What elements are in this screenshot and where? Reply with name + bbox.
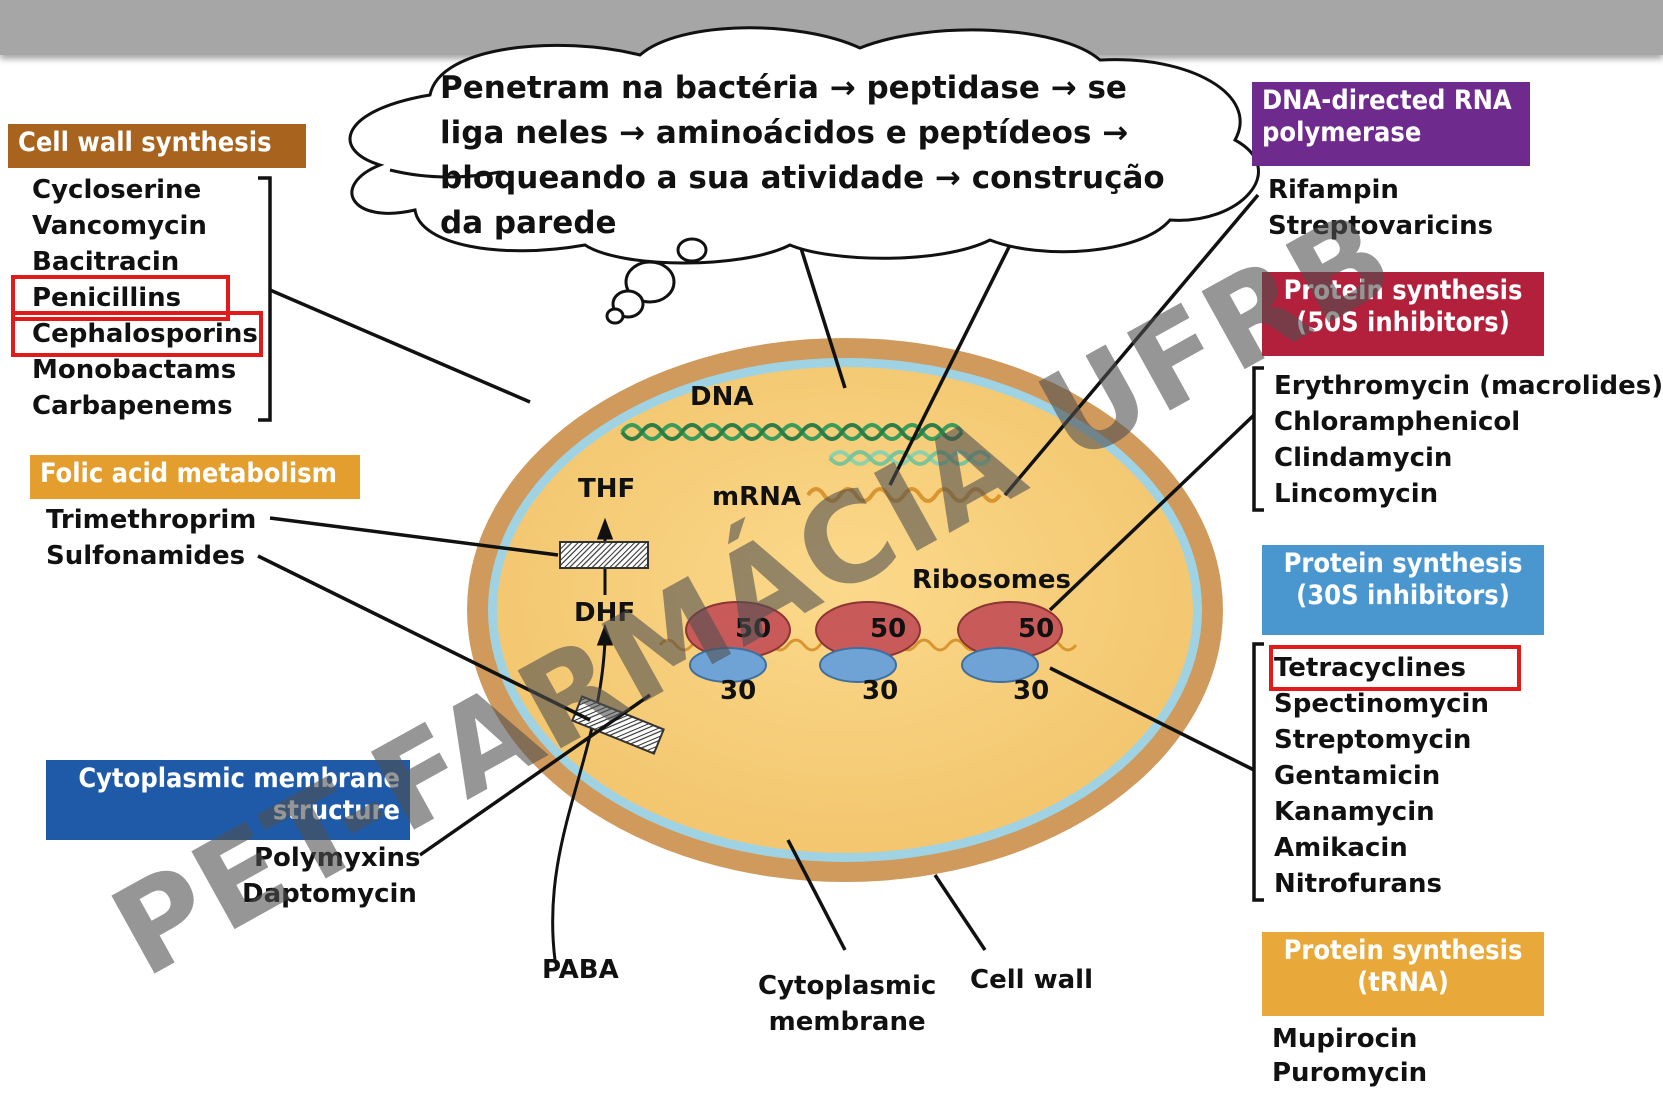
drug-polymyxins: Polymyxins [254, 843, 421, 873]
protein-trna-drug-list: Mupirocin Puromycin [1272, 1022, 1427, 1090]
rna-polymerase-header: DNA-directed RNA polymerase [1252, 82, 1530, 166]
membrane-structure-title-2: structure [272, 795, 400, 826]
bubble-line-4: da parede [440, 205, 617, 241]
protein-trna-title-1: Protein synthesis [1283, 935, 1523, 966]
drug-mupirocin: Mupirocin [1272, 1024, 1418, 1054]
ribosome-1-30s-label: 30 [720, 676, 757, 706]
rna-polymerase-drug-list: Rifampin Streptovaricins [1268, 172, 1493, 244]
connector-lines [257, 176, 1264, 951]
protein-30s-title-1: Protein synthesis [1283, 548, 1523, 579]
folic-acid-title: Folic acid metabolism [40, 458, 337, 489]
protein-30s-header: Protein synthesis (30S inhibitors) [1262, 545, 1544, 635]
rna-polymerase-title-2: polymerase [1262, 117, 1422, 148]
drug-tetracyclines: Tetracyclines [1269, 645, 1521, 691]
ribosome-1-50s-label: 50 [735, 614, 772, 644]
drug-vancomycin: Vancomycin [32, 211, 207, 241]
protein-30s-drug-list: Tetracyclines Spectinomycin Streptomycin… [1269, 645, 1521, 902]
protein-30s-title-2: (30S inhibitors) [1296, 580, 1510, 611]
protein-trna-title-2: (tRNA) [1357, 967, 1449, 998]
protein-50s-title-2: (50S inhibitors) [1296, 307, 1510, 338]
ribosome-2 [815, 601, 921, 683]
dna-label: DNA [690, 382, 754, 412]
membrane-drug-list: Polymyxins Daptomycin [242, 840, 421, 912]
drug-clindamycin: Clindamycin [1274, 443, 1453, 473]
dhf-label: DHF [574, 598, 636, 628]
drug-sulfonamides: Sulfonamides [46, 541, 246, 571]
rna-polymerase-title-1: DNA-directed RNA [1262, 85, 1512, 116]
drug-daptomycin: Daptomycin [242, 879, 417, 909]
ribosome-1 [685, 601, 791, 683]
bubble-line-3: bloqueando a sua atividade → construção [440, 160, 1165, 196]
cytoplasmic-membrane-label: Cytoplasmic membrane [758, 968, 936, 1040]
thf-label: THF [578, 474, 636, 504]
drug-erythromycin: Erythromycin (macrolides) [1274, 371, 1663, 401]
bubble-line-2: liga neles → aminoácidos e peptídeos → [440, 115, 1129, 151]
drug-lincomycin: Lincomycin [1274, 479, 1439, 509]
ribosome-3 [957, 601, 1063, 683]
cell-wall-synthesis-title: Cell wall synthesis [18, 127, 272, 158]
drug-bacitracin: Bacitracin [32, 247, 180, 277]
cytoplasmic-membrane-label-1: Cytoplasmic [758, 971, 937, 1001]
folic-acid-drug-list: Trimethroprim Sulfonamides [46, 502, 256, 574]
drug-trimethroprim: Trimethroprim [46, 505, 257, 535]
mrna-strand [806, 487, 1002, 503]
drug-amikacin: Amikacin [1274, 833, 1408, 863]
protein-50s-header: Protein synthesis (50S inhibitors) [1262, 272, 1544, 356]
drug-cycloserine: Cycloserine [32, 175, 202, 205]
membrane-structure-title-1: Cytoplasmic membrane [78, 763, 400, 794]
mrna-label: mRNA [712, 482, 801, 512]
drug-penicillins: Penicillins [10, 275, 258, 321]
paba-label: PABA [542, 955, 619, 985]
drug-monobactams: Monobactams [32, 355, 237, 385]
cell-wall-synthesis-header: Cell wall synthesis [8, 124, 306, 168]
drug-gentamicin: Gentamicin [1274, 761, 1441, 791]
protein-50s-drug-list: Erythromycin (macrolides) Chloramphenico… [1274, 368, 1663, 512]
thought-cloud [348, 26, 1260, 325]
cytoplasmic-membrane-label-2: membrane [768, 1007, 926, 1037]
drug-rifampin: Rifampin [1268, 175, 1399, 205]
ribosome-3-30s-label: 30 [1013, 676, 1050, 706]
protein-trna-header: Protein synthesis (tRNA) [1262, 932, 1544, 1016]
thought-bubble-text: Penetram na bactéria → peptidase → se li… [440, 66, 1230, 246]
drug-streptomycin: Streptomycin [1274, 725, 1472, 755]
drug-kanamycin: Kanamycin [1274, 797, 1435, 827]
protein-50s-title-1: Protein synthesis [1283, 275, 1523, 306]
membrane-structure-header: Cytoplasmic membrane structure [46, 760, 410, 840]
drug-nitrofurans: Nitrofurans [1274, 869, 1442, 899]
highlight-box-tetracyclines: Tetracyclines [1269, 645, 1521, 691]
cell-wall-label: Cell wall [970, 965, 1093, 995]
ribosomes-label: Ribosomes [912, 565, 1071, 595]
folic-acid-header: Folic acid metabolism [30, 455, 360, 499]
trimethoprim-block [559, 541, 649, 569]
drug-spectinomycin: Spectinomycin [1274, 689, 1489, 719]
drug-cephalosporins: Cephalosporins [11, 311, 263, 357]
drug-streptovaricins: Streptovaricins [1268, 211, 1494, 241]
drug-chloramphenicol: Chloramphenicol [1274, 407, 1521, 437]
ribosome-2-30s-label: 30 [862, 676, 899, 706]
drug-carbapenems: Carbapenems [32, 391, 233, 421]
cell-wall-drug-list: Cycloserine Vancomycin Bacitracin Penici… [10, 172, 263, 424]
folate-pathway [551, 517, 614, 961]
ribosome-2-50s-label: 50 [870, 614, 907, 644]
dna-strand [620, 423, 992, 466]
drug-puromycin: Puromycin [1272, 1058, 1428, 1088]
highlight-box-penicillins: Penicillins [10, 275, 231, 321]
ribosome-3-50s-label: 50 [1018, 614, 1055, 644]
highlight-box-cephalosporins: Cephalosporins [11, 311, 263, 357]
bubble-line-1: Penetram na bactéria → peptidase → se [440, 70, 1127, 106]
